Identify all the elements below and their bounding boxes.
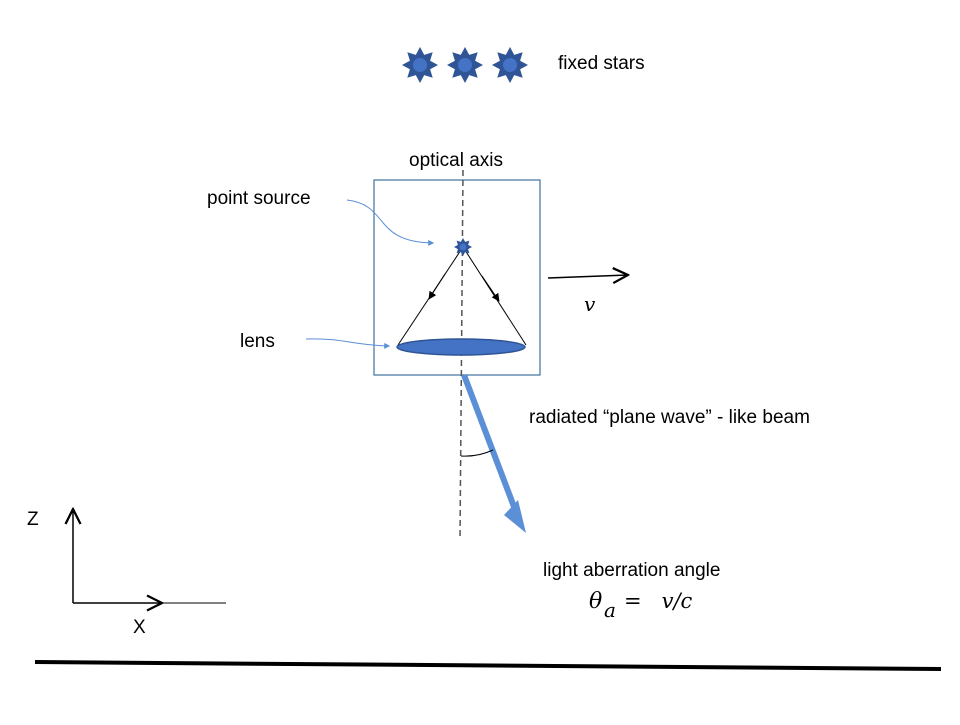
star-icon bbox=[492, 47, 528, 83]
cone-right-edge bbox=[462, 246, 527, 346]
velocity-arrow bbox=[547, 275, 628, 278]
point-source-star-icon bbox=[454, 238, 472, 256]
fixed-stars-label: fixed stars bbox=[558, 53, 645, 74]
formula-subscript: a bbox=[604, 598, 616, 622]
fixed-stars-group bbox=[402, 47, 528, 83]
aberration-title: light aberration angle bbox=[543, 560, 720, 581]
x-axis-label: X bbox=[133, 617, 146, 638]
point-source-callout bbox=[346, 199, 435, 246]
optical-axis-label: optical axis bbox=[409, 150, 503, 171]
star-icon-center bbox=[413, 58, 427, 72]
lens-callout bbox=[305, 338, 391, 349]
star-icon-center bbox=[503, 58, 517, 72]
ground-line bbox=[34, 660, 942, 671]
coordinate-axes: Z X bbox=[27, 509, 226, 638]
formula-rhs: = v/c bbox=[624, 589, 693, 613]
z-axis-label: Z bbox=[27, 509, 39, 530]
aberration-formula: θ a = v/c bbox=[589, 589, 693, 622]
ray-right-arrow bbox=[481, 275, 500, 302]
star-icon bbox=[447, 47, 483, 83]
lens-label: lens bbox=[240, 331, 275, 352]
lens-shape bbox=[396, 338, 526, 356]
point-source-label: point source bbox=[207, 188, 311, 209]
telescope-box bbox=[373, 179, 541, 376]
radiated-beam-arrowhead bbox=[504, 500, 526, 533]
star-icon-center bbox=[458, 58, 472, 72]
star-icon bbox=[402, 47, 438, 83]
radiated-beam bbox=[461, 373, 519, 514]
aberration-angle-arc bbox=[460, 449, 494, 457]
beam-label: radiated “plane wave” - like beam bbox=[529, 407, 810, 428]
ray-left-arrow bbox=[428, 273, 446, 300]
point-source-star-center bbox=[459, 243, 467, 251]
velocity-label: v bbox=[584, 292, 596, 316]
formula-theta: θ bbox=[589, 589, 602, 614]
